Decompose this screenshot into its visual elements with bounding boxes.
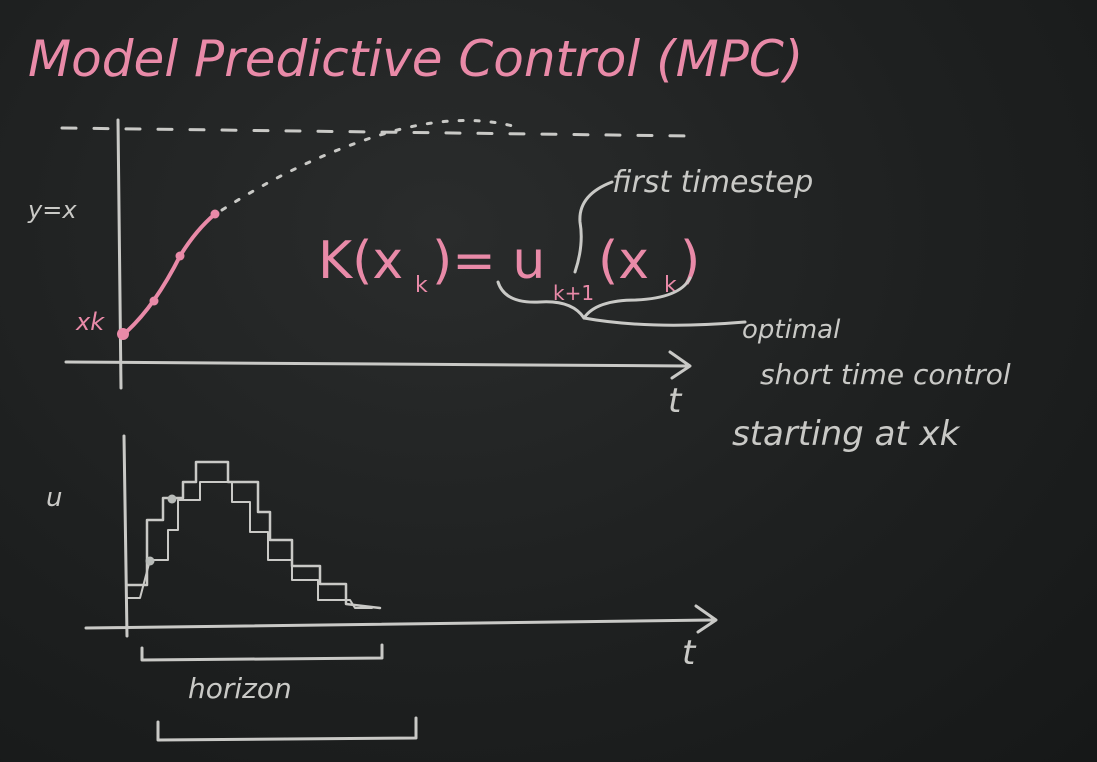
horizon-bracket-next: [156, 716, 418, 742]
initial-state-label: xk: [75, 308, 105, 336]
control-staircase-outer: [125, 460, 382, 610]
equation-lhs-subscript: k: [415, 273, 428, 298]
optimal-note-line1: optimal: [742, 315, 841, 345]
control-staircase-inner: [126, 481, 373, 609]
bottom-x-axis: [84, 618, 714, 630]
bottom-time-label: t: [682, 633, 697, 673]
trajectory-point: [117, 328, 129, 340]
control-point: [145, 556, 155, 566]
y-axis-label: y=x: [27, 196, 77, 224]
actual-trajectory: [121, 212, 217, 337]
trajectory-point: [210, 209, 220, 219]
equation-u-subscript: k+1: [553, 281, 594, 305]
optimal-control-pointer: [582, 316, 747, 327]
equation-lhs: K(x: [318, 231, 403, 291]
trajectory-point: [149, 296, 159, 306]
equation-mid: )= u: [432, 231, 545, 291]
bottom-x-arrowhead: [694, 604, 718, 634]
equation-rhs: (x: [598, 231, 649, 291]
top-time-label: t: [668, 381, 683, 421]
horizon-label: horizon: [188, 672, 292, 705]
equation-close: ): [680, 231, 700, 291]
control-point: [167, 494, 177, 504]
predicted-trajectory: [220, 119, 522, 212]
trajectory-point: [175, 251, 185, 261]
horizon-bracket-current: [140, 643, 384, 662]
top-x-arrowhead: [668, 350, 692, 380]
title: Model Predictive Control (MPC): [28, 30, 803, 88]
optimal-note-line3: starting at xk: [732, 414, 961, 454]
top-x-axis: [64, 360, 690, 368]
setpoint-dashed-line: [60, 126, 692, 138]
u-axis-label: u: [46, 483, 62, 513]
first-timestep-pointer: [573, 180, 614, 274]
first-timestep-note: first timestep: [612, 165, 813, 200]
mpc-control-law-equation: K(x k )= u k+1 (x k ): [318, 231, 700, 305]
optimal-note-line2: short time control: [760, 358, 1011, 391]
bottom-u-axis: [122, 434, 129, 638]
top-y-axis: [116, 118, 123, 390]
